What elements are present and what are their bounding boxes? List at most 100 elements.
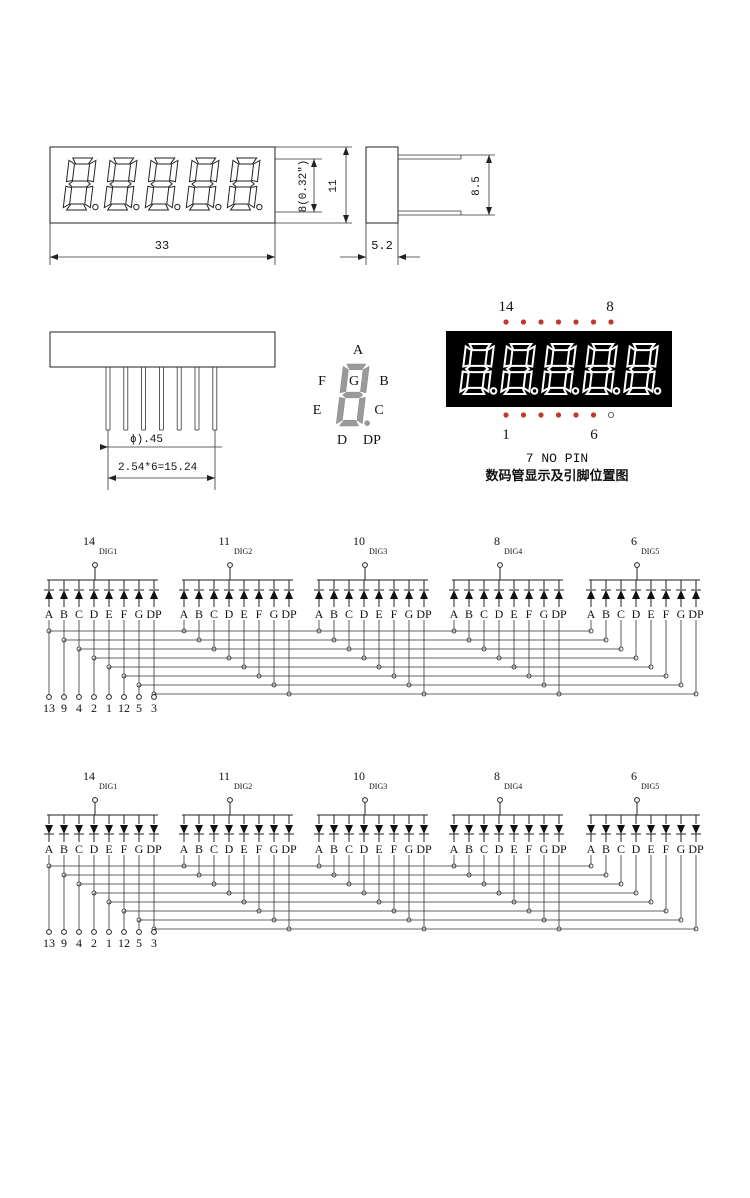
display-digit <box>459 343 498 395</box>
segment-label: D <box>360 842 369 856</box>
digit-segment <box>144 185 155 209</box>
segment-label: E <box>105 842 112 856</box>
segment-label: B <box>330 607 338 621</box>
digit-pin-terminal <box>362 797 368 803</box>
display-digit <box>582 343 621 395</box>
led-diode <box>345 590 353 599</box>
digit-pin-number: 8 <box>494 534 500 548</box>
segment-label: E <box>647 607 654 621</box>
digit-segment <box>166 185 176 209</box>
led-diode <box>540 590 548 599</box>
legend-label-b: B <box>379 374 388 389</box>
led-diode <box>75 825 83 834</box>
segment-label: A <box>315 842 324 856</box>
led-diode <box>662 590 670 599</box>
depth-dimension: 5.2 <box>371 239 393 253</box>
front-digit <box>144 157 181 211</box>
segment-label: B <box>60 607 68 621</box>
segment-label: G <box>270 842 279 856</box>
led-diode <box>480 825 488 834</box>
led-diode <box>135 825 143 834</box>
digit-segment <box>356 396 366 425</box>
digit-segment <box>87 159 97 183</box>
decimal-point <box>653 387 662 395</box>
digit-segment <box>591 343 616 352</box>
led-diode <box>210 590 218 599</box>
segment-label: A <box>180 607 189 621</box>
legend-label-f: F <box>318 374 326 389</box>
segment-pin-number: 1 <box>106 936 112 950</box>
led-diode <box>495 590 503 599</box>
decimal-point <box>364 420 370 426</box>
segment-label: B <box>602 607 610 621</box>
segment-pin-number: 1 <box>106 701 112 715</box>
pin-diameter-dimension: ϕ).45 <box>130 434 163 446</box>
led-diode <box>360 590 368 599</box>
digit-segment <box>522 370 533 394</box>
segment-label: C <box>75 607 83 621</box>
pin-label-6: 6 <box>590 427 598 443</box>
segment-pin-number: 2 <box>91 936 97 950</box>
digit-pin-terminal <box>634 797 640 803</box>
digit-segment <box>229 159 240 183</box>
led-diode <box>360 825 368 834</box>
led-diode <box>375 825 383 834</box>
digit-pin-number: 8 <box>494 769 500 783</box>
digit-segment <box>207 185 217 209</box>
led-diode <box>692 825 700 834</box>
segment-label: C <box>480 607 488 621</box>
segment-pin-number: 2 <box>91 701 97 715</box>
segment-pin-number: 5 <box>136 936 142 950</box>
segment-label: D <box>225 607 234 621</box>
digit-segment <box>147 159 158 183</box>
digit-segment <box>251 159 261 183</box>
digit-pin-number: 14 <box>83 769 95 783</box>
led-diode <box>375 590 383 599</box>
legend-label-d: D <box>337 433 347 448</box>
pin-label-1: 1 <box>502 427 510 443</box>
led-diode <box>135 590 143 599</box>
segment-pin-terminal <box>76 694 82 700</box>
led-diode <box>602 825 610 834</box>
led-diode <box>180 825 188 834</box>
digit-pin-terminal <box>497 797 503 803</box>
digit-name: DIG5 <box>641 782 659 791</box>
segment-label: DP <box>688 607 704 621</box>
digit-pin-terminal <box>227 797 233 803</box>
digit-name: DIG1 <box>99 782 117 791</box>
led-diode <box>255 825 263 834</box>
led-diode <box>105 590 113 599</box>
digit-pin-number: 14 <box>83 534 95 548</box>
led-diode <box>195 590 203 599</box>
digit-segment <box>68 180 91 188</box>
digit-segment <box>195 157 217 165</box>
segment-label: G <box>135 842 144 856</box>
display-digits <box>459 343 662 395</box>
segment-pin-number: 9 <box>61 936 67 950</box>
segment-pin-terminal <box>106 929 112 935</box>
digit-segment <box>125 185 135 209</box>
digit-segment <box>509 343 534 352</box>
segment-label: F <box>526 607 533 621</box>
segment-pin-terminal <box>76 929 82 935</box>
decimal-point <box>174 203 181 211</box>
decimal-point <box>571 387 580 395</box>
digit-segment <box>169 159 179 183</box>
led-diode <box>225 825 233 834</box>
segment-label: C <box>480 842 488 856</box>
pin-length-dimension: 8.5 <box>471 176 483 196</box>
legend-label-a: A <box>353 343 364 358</box>
segment-label: B <box>195 842 203 856</box>
digit-segment <box>65 203 88 211</box>
led-diode <box>180 590 188 599</box>
front-view-digits <box>62 157 263 211</box>
digit-segment <box>106 159 117 183</box>
decimal-point <box>530 387 539 395</box>
segment-label: D <box>495 842 504 856</box>
segment-label: B <box>465 842 473 856</box>
